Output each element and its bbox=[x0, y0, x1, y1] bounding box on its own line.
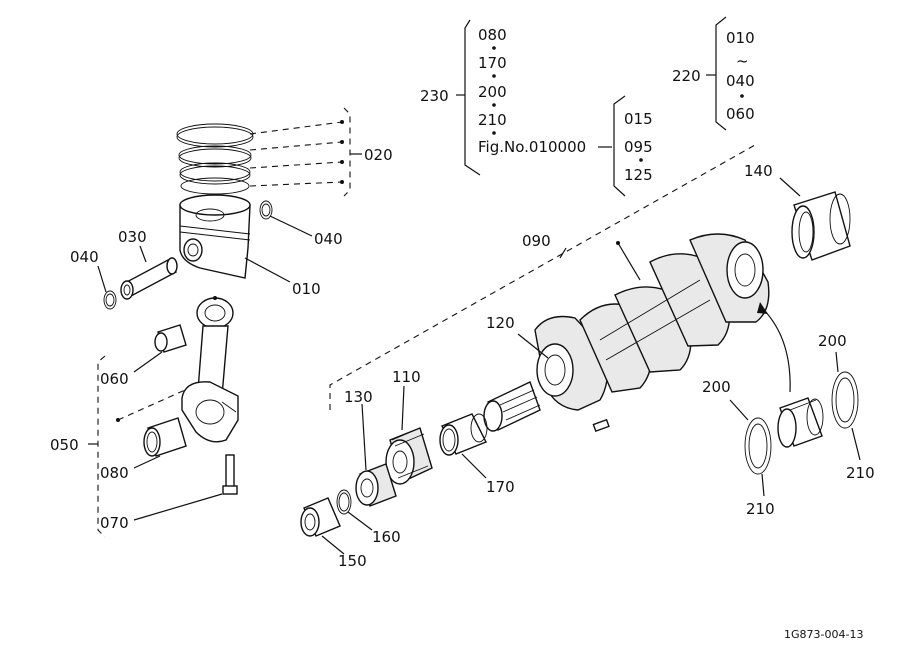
crankshaft bbox=[483, 233, 770, 433]
group-230-item-1: 080 bbox=[478, 26, 507, 44]
part-label-210-right: 210 bbox=[846, 464, 875, 482]
bearing-140 bbox=[791, 191, 851, 261]
group-220-item-1: 010 bbox=[726, 29, 755, 47]
group-220-item-4: 060 bbox=[726, 105, 755, 123]
o-ring-160 bbox=[336, 489, 352, 515]
gear-130 bbox=[355, 463, 397, 507]
group-220-item-3: 040 bbox=[726, 72, 755, 90]
part-label-210-left: 210 bbox=[746, 500, 775, 518]
small-end-bushing bbox=[154, 324, 187, 353]
piston-rings bbox=[176, 107, 362, 197]
part-label-090: 090 bbox=[522, 232, 551, 250]
part-label-070: 070 bbox=[100, 514, 129, 532]
thrust-washer-left bbox=[744, 417, 772, 475]
piston bbox=[179, 194, 251, 279]
circlip-right bbox=[259, 200, 273, 220]
part-label-110: 110 bbox=[392, 368, 421, 386]
group-230-item-4: 210 bbox=[478, 111, 507, 129]
main-bearing-assembly bbox=[777, 397, 824, 448]
drawing-code: 1G873-004-13 bbox=[784, 628, 863, 641]
part-label-080: 080 bbox=[100, 464, 129, 482]
part-label-150: 150 bbox=[338, 552, 367, 570]
part-label-020: 020 bbox=[364, 146, 393, 164]
part-label-130: 130 bbox=[344, 388, 373, 406]
part-label-040-left: 040 bbox=[70, 248, 99, 266]
group-230-item-3: 200 bbox=[478, 83, 507, 101]
fig-reference: Fig.No.010000 bbox=[478, 138, 586, 156]
group-fig-item-3: 125 bbox=[624, 166, 653, 184]
part-label-030: 030 bbox=[118, 228, 147, 246]
part-label-140: 140 bbox=[744, 162, 773, 180]
crank-bushing-170 bbox=[439, 413, 488, 456]
part-label-060: 060 bbox=[100, 370, 129, 388]
con-rod-bolt bbox=[222, 454, 238, 495]
crankpin-bearing bbox=[143, 417, 187, 457]
group-220: 220 010 ~ 040 060 bbox=[672, 16, 755, 131]
part-label-050: 050 bbox=[50, 436, 79, 454]
part-label-200-left: 200 bbox=[702, 378, 731, 396]
part-label-170: 170 bbox=[486, 478, 515, 496]
part-label-040-right: 040 bbox=[314, 230, 343, 248]
part-label-120: 120 bbox=[486, 314, 515, 332]
thrust-washer-right bbox=[831, 371, 859, 429]
group-220-item-2: ~ bbox=[736, 52, 749, 70]
piston-pin bbox=[120, 257, 178, 300]
group-230-label: 230 bbox=[420, 87, 449, 105]
group-fig: 015 095 125 bbox=[613, 95, 653, 197]
part-label-010: 010 bbox=[292, 280, 321, 298]
group-220-label: 220 bbox=[672, 67, 701, 85]
part-label-160: 160 bbox=[372, 528, 401, 546]
crank-gear-110 bbox=[385, 427, 433, 485]
collar-150 bbox=[300, 497, 341, 537]
group-230-item-2: 170 bbox=[478, 54, 507, 72]
group-fig-item-2: 095 bbox=[624, 138, 653, 156]
connecting-rod bbox=[181, 296, 239, 443]
group-fig-item-1: 015 bbox=[624, 110, 653, 128]
part-label-200-right: 200 bbox=[818, 332, 847, 350]
circlip-left bbox=[103, 290, 117, 310]
group-230: 230 080 170 200 210 Fig.No.010000 bbox=[420, 19, 612, 176]
